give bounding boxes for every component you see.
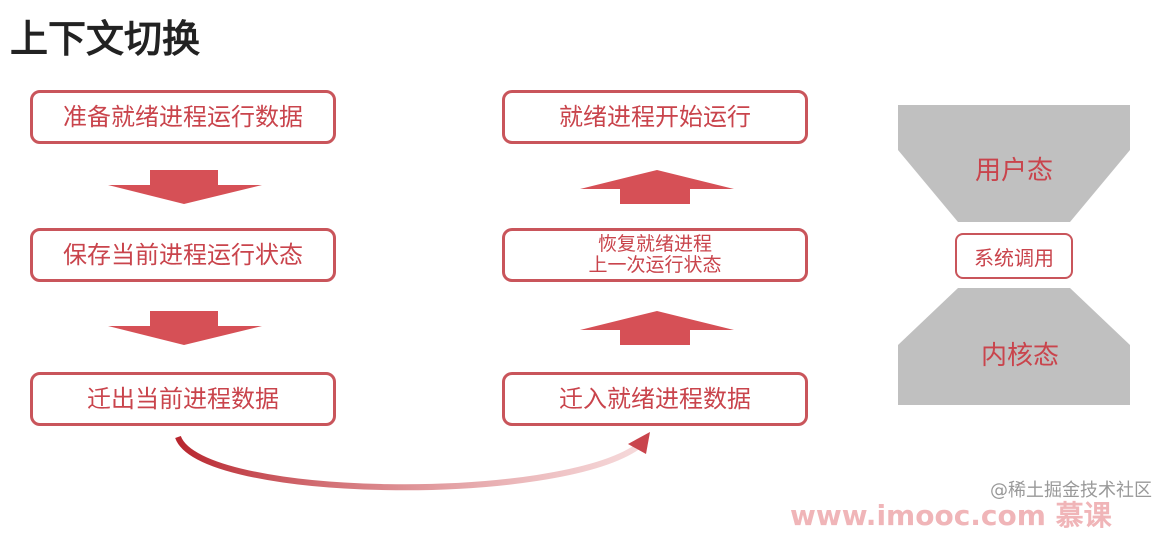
down-arrow [108, 311, 262, 345]
user-mode-shape [898, 105, 1130, 222]
step-restore-state: 恢复就绪进程 上一次运行状态 [502, 228, 808, 282]
curved-arrow [175, 435, 642, 491]
curved-arrow-head [628, 432, 650, 454]
kernel-mode-shape [898, 288, 1130, 405]
step-prepare-ready-data: 准备就绪进程运行数据 [30, 90, 336, 144]
syscall-box: 系统调用 [955, 233, 1073, 279]
restore-line2: 上一次运行状态 [588, 254, 722, 276]
kernel-mode-label: 内核态 [980, 341, 1059, 371]
step-move-in-ready: 迁入就绪进程数据 [502, 372, 808, 426]
diagram-shapes [108, 105, 1130, 491]
restore-line1: 恢复就绪进程 [597, 233, 712, 256]
up-arrow [580, 170, 734, 204]
step-move-out-current: 迁出当前进程数据 [30, 372, 336, 426]
up-arrow [580, 311, 734, 345]
page-title: 上下文切换 [10, 17, 201, 61]
down-arrow [108, 170, 262, 204]
step-ready-start: 就绪进程开始运行 [502, 90, 808, 144]
user-mode-label: 用户态 [974, 156, 1053, 186]
watermark: @稀土掘金技术社区 [990, 480, 1152, 501]
step-save-current-state: 保存当前进程运行状态 [30, 228, 336, 282]
